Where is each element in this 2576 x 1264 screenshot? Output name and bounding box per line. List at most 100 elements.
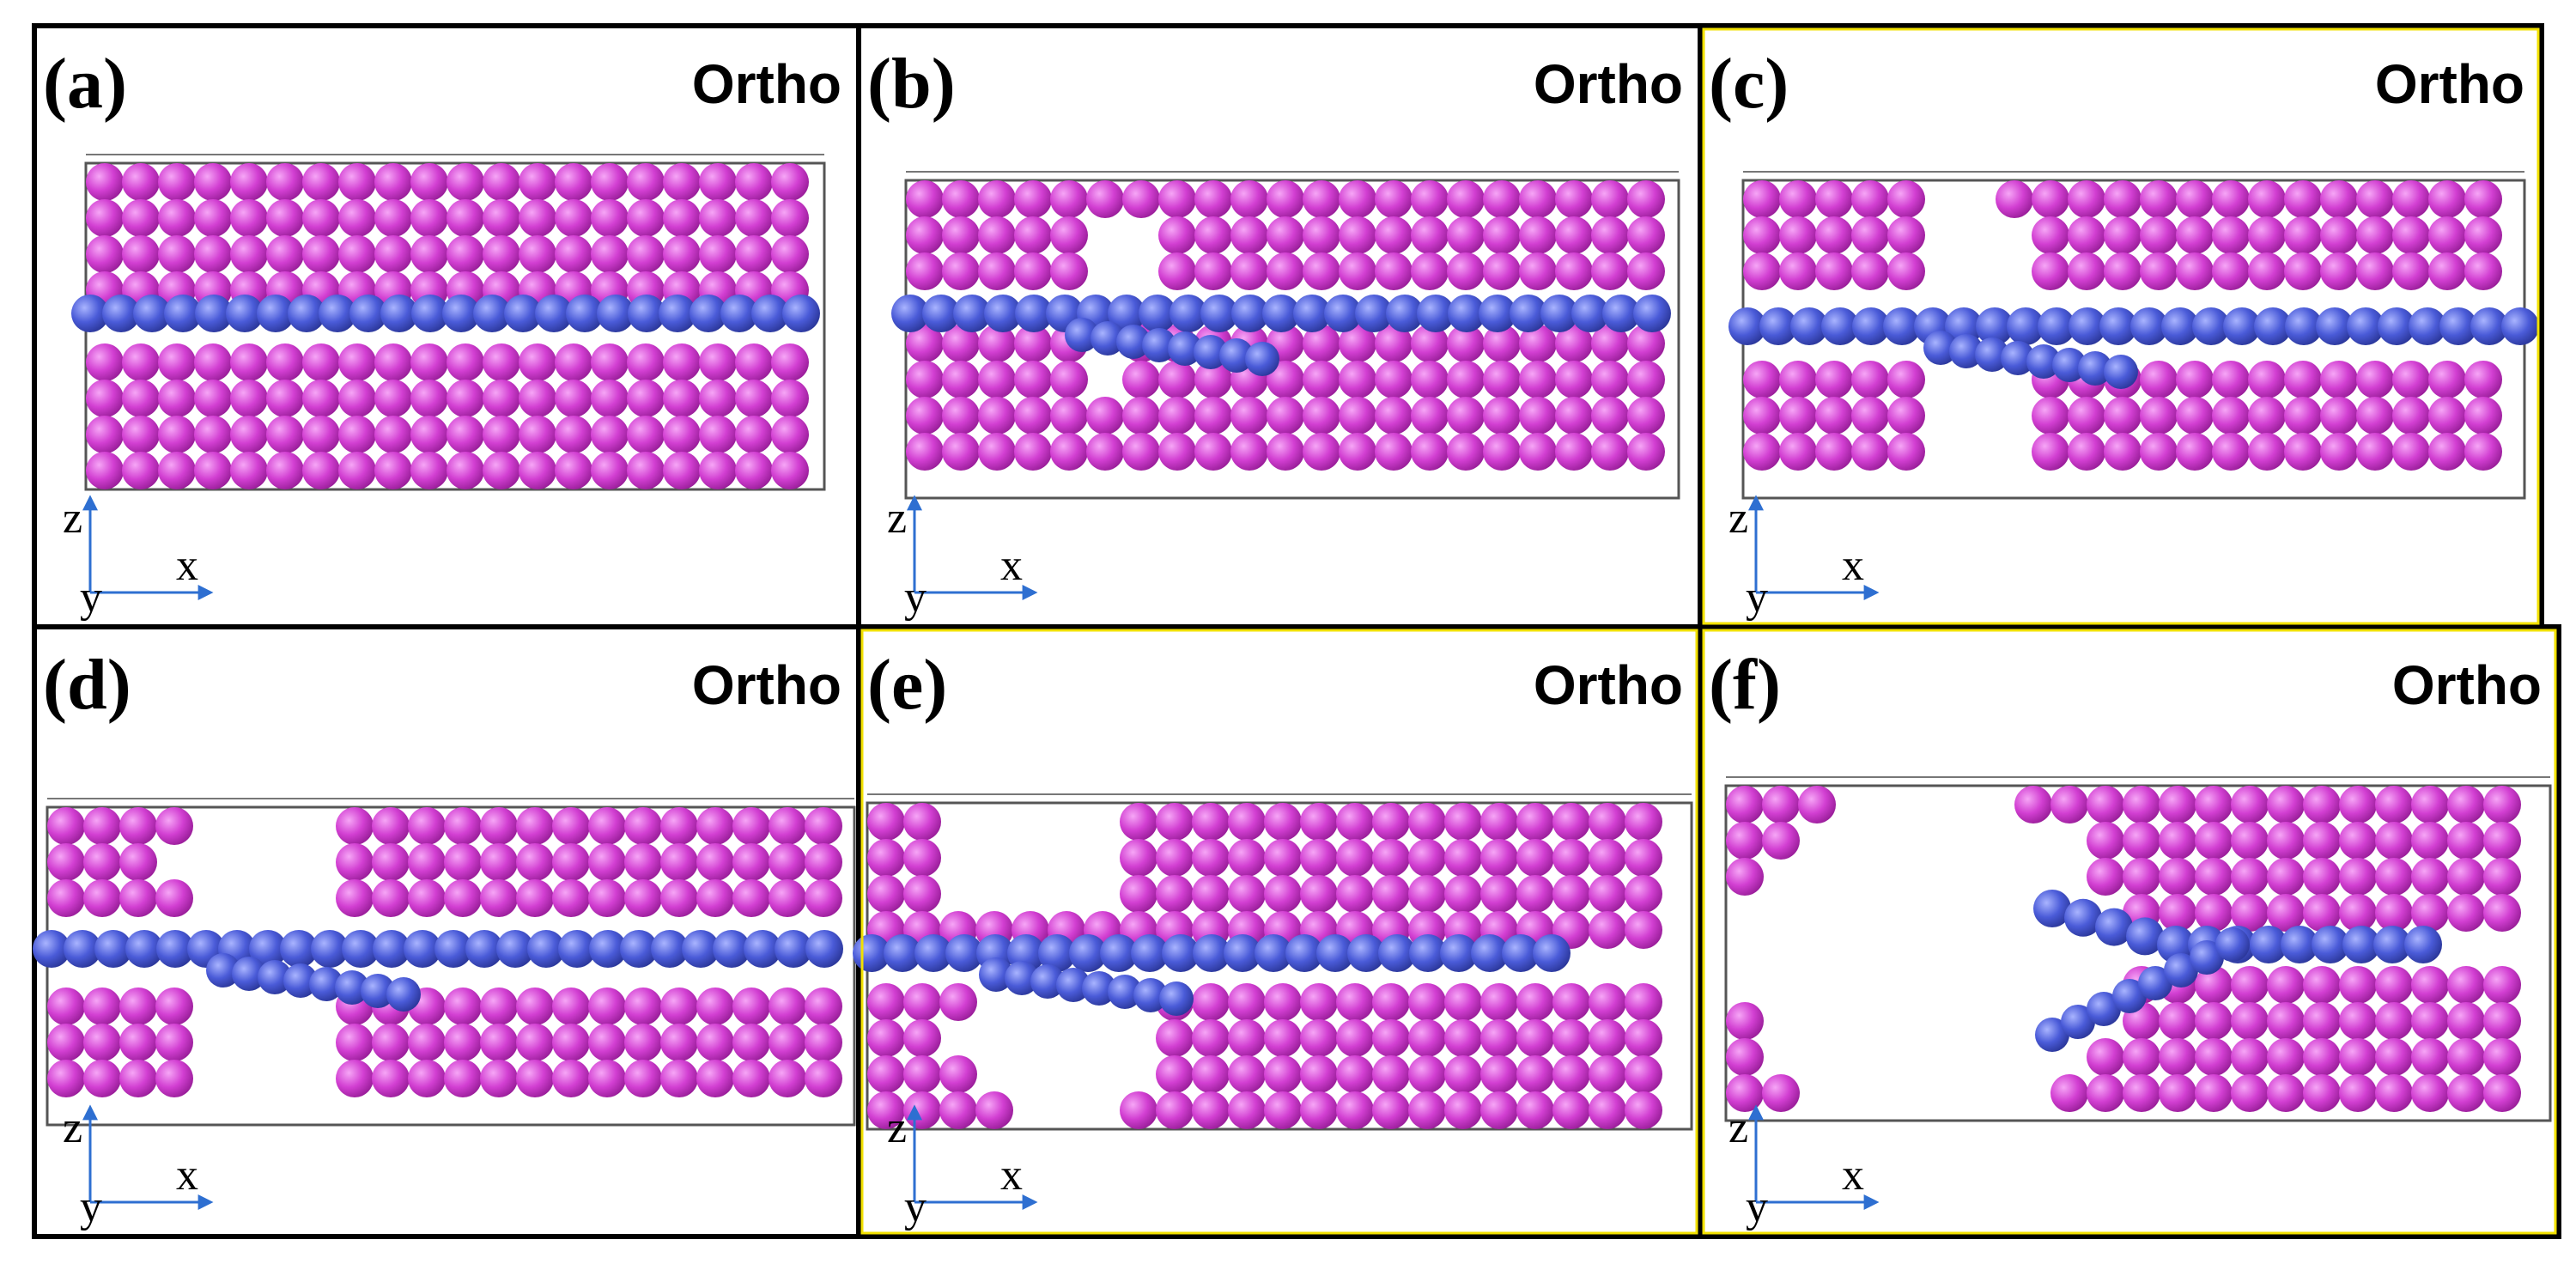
matrix-atom [805,1024,842,1061]
matrix-atom [1726,822,1764,860]
matrix-atom [119,843,157,881]
x-axis-label: x [176,541,198,590]
matrix-atom [978,397,1016,434]
matrix-atom [2303,966,2341,1004]
chain-atom [1142,328,1176,362]
chain-atom [2501,307,2539,345]
matrix-atom [2195,858,2233,896]
matrix-atom [83,1060,121,1097]
matrix-atom [155,879,193,917]
matrix-atom [1014,252,1052,290]
accent-border-f [1702,629,2557,1235]
matrix-atom [735,452,773,489]
view-label-e: Ortho [1534,654,1683,716]
matrix-atom [1591,216,1629,254]
chain-atom [1471,934,1509,972]
matrix-atom [942,216,980,254]
matrix-atom [1230,397,1268,434]
matrix-atom [1589,1091,1626,1129]
chain-atom [2035,1018,2069,1052]
matrix-atom [2248,180,2286,218]
matrix-atom [1300,875,1338,913]
matrix-atom [1120,1091,1157,1129]
matrix-atom [1192,839,1230,877]
matrix-atom [1192,1055,1230,1093]
matrix-atom [771,235,809,273]
matrix-atom [155,988,193,1025]
chain-atom [1821,307,1859,345]
chain-atom [1440,934,1478,972]
axis-triad-f: zyx [1728,1103,1880,1231]
chain-atom [690,295,727,332]
matrix-atom [867,803,905,841]
matrix-atom [588,807,626,845]
matrix-atom [1447,252,1485,290]
chain-atom [2064,898,2102,937]
matrix-atom [1519,325,1557,362]
matrix-atom [2392,361,2430,398]
matrix-atom [122,343,160,381]
matrix-atom [447,380,484,417]
matrix-atom [906,325,944,362]
matrix-atom [2483,786,2521,823]
matrix-atom [158,199,196,237]
chain-atom [1082,971,1116,1006]
matrix-atom [1411,252,1449,290]
matrix-atom [2123,1038,2160,1076]
z-axis-label: z [1728,1103,1748,1152]
matrix-atoms-c [1743,180,2502,471]
matrix-atom [2339,966,2377,1004]
matrix-atom [1264,1019,1302,1057]
matrix-atom [302,235,340,273]
matrix-atom [2267,822,2305,860]
matrix-atom [1743,433,1781,471]
chain-atom [1056,968,1091,1002]
matrix-atom [480,843,518,881]
matrix-atom [483,380,520,417]
chain-atom [1790,307,1828,345]
matrix-atom [2284,361,2322,398]
matrix-atom [2032,433,2069,471]
x-axis-label: x [1000,1151,1023,1200]
matrix-atom [2104,433,2142,471]
matrix-atom [1627,325,1665,362]
matrix-atom [410,235,448,273]
matrix-atom [1156,1091,1194,1129]
matrix-atom [519,416,556,453]
matrix-atom [1480,803,1518,841]
matrix-atom [2248,361,2286,398]
matrix-atom [1267,397,1304,434]
matrix-atom [1743,397,1781,434]
view-label-f: Ortho [2392,654,2542,716]
chain-atom [1347,934,1385,972]
matrix-atom [119,879,157,917]
matrix-atom [2392,252,2430,290]
chain-atom [984,295,1022,332]
matrix-atom [555,452,592,489]
matrix-atom [372,1060,410,1097]
chain-atom [1540,295,1578,332]
chain-atom [922,295,960,332]
chain-atom [782,295,820,332]
z-axis-label: z [63,494,82,543]
matrix-atom [2447,786,2485,823]
matrix-atom [230,235,268,273]
matrix-atom [1230,252,1268,290]
matrix-atom [978,361,1016,398]
matrix-atom [1336,1055,1374,1093]
matrix-atom [1779,361,1817,398]
matrix-atom [1194,180,1232,218]
chain-atom [1245,342,1279,376]
matrix-atom [86,199,124,237]
matrix-atom [410,199,448,237]
matrix-atom [2447,1038,2485,1076]
matrix-atoms-b [906,180,1665,471]
matrix-atom [1264,1091,1302,1129]
matrix-atom [374,343,412,381]
matrix-atom [83,843,121,881]
matrix-atom [1555,216,1593,254]
chain-atom [1193,934,1230,972]
matrix-atom [699,380,737,417]
matrix-atom [1625,1055,1662,1093]
matrix-atom [2176,361,2214,398]
